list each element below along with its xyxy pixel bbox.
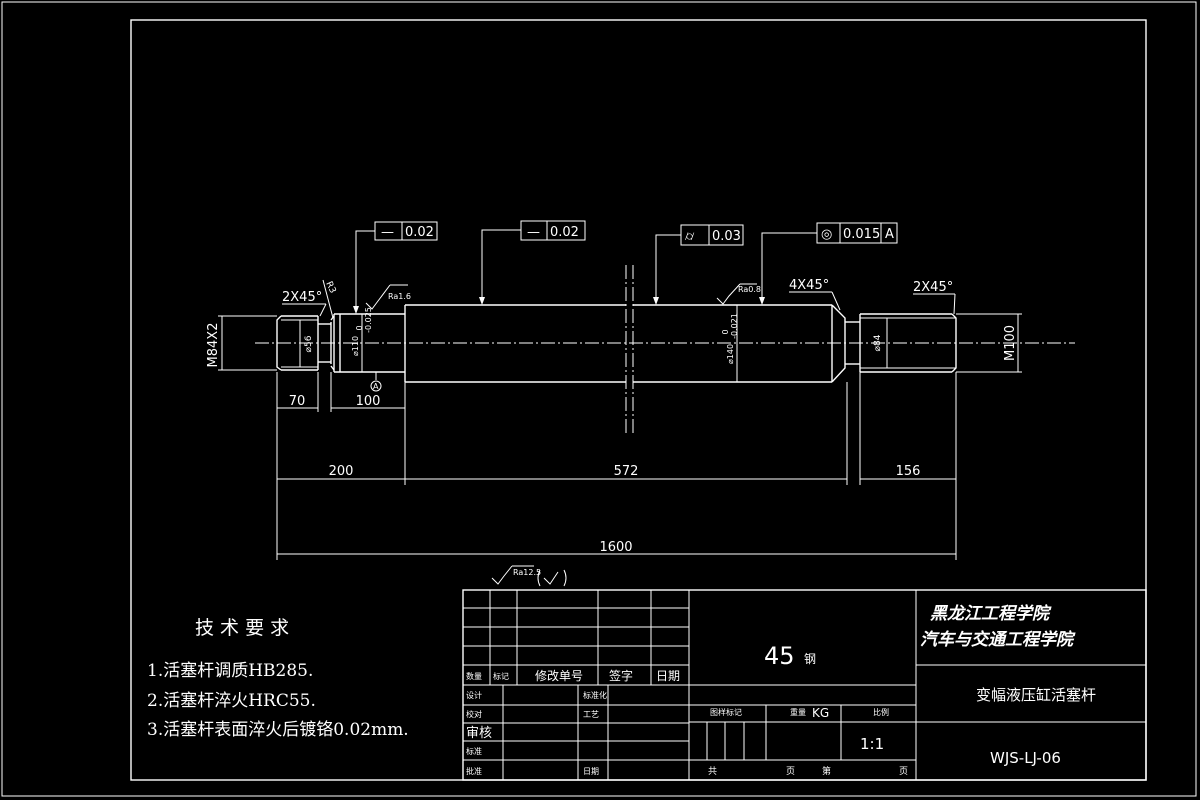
- radius-label: R3: [323, 280, 337, 295]
- svg-text:◎: ◎: [821, 227, 832, 242]
- svg-text:Ra0.8: Ra0.8: [738, 285, 761, 294]
- dim-200: 200: [277, 464, 405, 480]
- thread-left-label: M84X2: [206, 323, 221, 368]
- requirements-title: 技 术 要 求: [195, 617, 289, 639]
- svg-text:100: 100: [356, 394, 381, 409]
- svg-text:修改单号: 修改单号: [535, 668, 583, 683]
- d110-label: ⌀110: [351, 336, 360, 356]
- svg-text:图样标记: 图样标记: [710, 707, 742, 717]
- general-roughness: Ra12.5: [491, 565, 567, 587]
- chamfer-left-label: 2X45°: [282, 290, 322, 305]
- dim-d84: ⌀84: [873, 318, 888, 368]
- svg-text:页: 页: [899, 766, 908, 777]
- gdt-frame-4: ◎ 0.015 A: [759, 222, 898, 305]
- svg-text:批准: 批准: [466, 766, 482, 776]
- chamfer-right: 2X45°: [913, 280, 956, 315]
- svg-text:70: 70: [289, 394, 306, 409]
- svg-text:校对: 校对: [466, 709, 482, 719]
- datum-a: A: [370, 372, 382, 392]
- school-name: 黑龙江工程学院: [930, 604, 1052, 624]
- svg-text:—: —: [381, 225, 394, 240]
- dim-1600: 1600: [277, 540, 956, 555]
- chamfer-mid: 4X45°: [789, 278, 841, 311]
- svg-text:0.03: 0.03: [712, 229, 741, 244]
- dim-thread-left: M84X2: [206, 315, 277, 371]
- drawing-number: WJS-LJ-06: [990, 749, 1061, 767]
- material: 45: [764, 642, 795, 670]
- dim-d110: ⌀110 0 -0.025: [351, 307, 373, 372]
- dim-156: 156: [860, 464, 956, 480]
- svg-text:0: 0: [355, 325, 364, 330]
- svg-text:第: 第: [822, 765, 831, 777]
- svg-text:页: 页: [786, 766, 795, 777]
- gdt-frame-2: — 0.02: [479, 220, 586, 305]
- svg-text:工艺: 工艺: [583, 710, 599, 719]
- requirement-3: 3.活塞杆表面淬火后镀铬0.02mm.: [147, 720, 409, 740]
- svg-text:Ra12.5: Ra12.5: [513, 568, 541, 577]
- svg-text:0.015: 0.015: [843, 227, 880, 242]
- roughness-1: Ra1.6: [365, 284, 411, 310]
- dim-thread-right: M100: [956, 313, 1022, 373]
- svg-text:审核: 审核: [466, 726, 492, 741]
- d56-label: ⌀56: [304, 335, 314, 352]
- svg-text:200: 200: [329, 464, 354, 479]
- svg-text:设计: 设计: [466, 690, 482, 700]
- dim-d140: ⌀140 0 -0.021: [721, 305, 739, 382]
- svg-text:签字: 签字: [609, 668, 633, 683]
- svg-text:共: 共: [708, 766, 717, 777]
- title-block-text: 数量 标记 修改单号 签字 日期 设计 标准化 校对 工艺 审核 标准 批准 日…: [466, 604, 1096, 777]
- scale: 1:1: [860, 735, 884, 753]
- svg-text:Ra1.6: Ra1.6: [388, 292, 411, 301]
- extension-lines: [276, 372, 957, 560]
- svg-text:比例: 比例: [873, 707, 889, 717]
- requirement-1: 1.活塞杆调质HB285.: [147, 661, 313, 681]
- chamfer-left: 2X45°: [282, 290, 327, 317]
- technical-requirements: 技 术 要 求 1.活塞杆调质HB285. 2.活塞杆淬火HRC55. 3.活塞…: [147, 617, 409, 740]
- svg-text:KG: KG: [812, 706, 829, 720]
- svg-text:A: A: [885, 227, 894, 242]
- shaft-outline: [276, 304, 957, 383]
- gdt-frame-1: — 0.02: [353, 221, 438, 314]
- svg-text:1600: 1600: [599, 540, 632, 555]
- title-block: [462, 589, 1147, 781]
- svg-text:-0.025: -0.025: [364, 307, 373, 333]
- svg-text:0: 0: [721, 329, 730, 334]
- gdt-frame-3: ⌭ 0.03: [653, 224, 744, 305]
- svg-text:标准: 标准: [466, 746, 482, 756]
- svg-text:-0.021: -0.021: [730, 313, 739, 339]
- svg-text:0.02: 0.02: [550, 225, 579, 240]
- svg-text:—: —: [527, 225, 540, 240]
- d84-label: ⌀84: [873, 334, 883, 351]
- radius-r3: R3: [322, 279, 337, 319]
- part-name: 变幅液压缸活塞杆: [976, 686, 1096, 704]
- chamfer-mid-label: 4X45°: [789, 278, 829, 293]
- d140-label: ⌀140: [726, 344, 735, 364]
- svg-text:572: 572: [614, 464, 639, 479]
- svg-text:A: A: [373, 382, 379, 391]
- svg-text:数量: 数量: [466, 671, 482, 681]
- thread-right-label: M100: [1003, 325, 1018, 361]
- material-suffix: 钢: [804, 652, 816, 666]
- svg-text:156: 156: [896, 464, 921, 479]
- dim-70: 70: [277, 394, 318, 409]
- requirement-2: 2.活塞杆淬火HRC55.: [147, 691, 316, 711]
- svg-text:重量: 重量: [790, 707, 806, 717]
- svg-text:日期: 日期: [583, 767, 599, 776]
- svg-text:⌭: ⌭: [685, 229, 695, 244]
- dim-572: 572: [405, 464, 847, 480]
- svg-text:0.02: 0.02: [405, 225, 434, 240]
- dim-100: 100: [331, 394, 405, 409]
- dim-d56: ⌀56: [299, 320, 314, 367]
- college-name: 汽车与交通工程学院: [920, 630, 1076, 650]
- chamfer-right-label: 2X45°: [913, 280, 953, 295]
- svg-text:标准化: 标准化: [583, 690, 607, 700]
- roughness-2: Ra0.8: [716, 283, 761, 305]
- svg-text:日期: 日期: [656, 669, 680, 683]
- svg-text:标记: 标记: [493, 671, 509, 681]
